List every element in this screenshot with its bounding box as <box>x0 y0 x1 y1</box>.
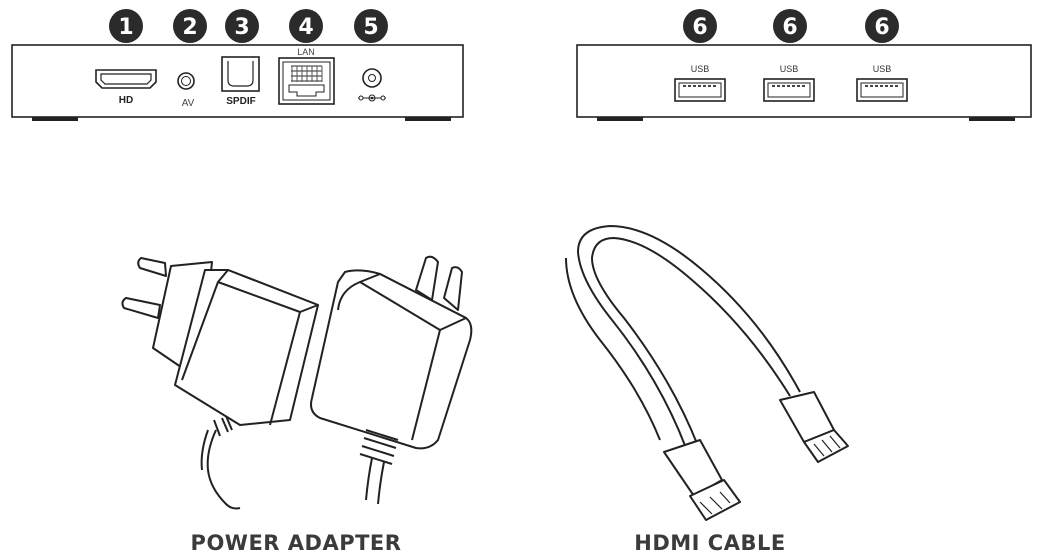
side-panel: USB USB USB 6 <box>576 9 1032 121</box>
side-panel-body <box>576 44 1032 118</box>
svg-text:5: 5 <box>363 15 378 40</box>
svg-text:USB: USB <box>873 64 892 74</box>
side-panel-foot-right <box>969 117 1015 121</box>
svg-text:6: 6 <box>692 15 707 40</box>
lan-port-icon <box>278 57 335 105</box>
svg-text:4: 4 <box>298 15 313 40</box>
usb-port-icon <box>674 78 726 102</box>
dc-power-jack-icon <box>358 68 386 102</box>
badge-6b: 6 <box>773 9 807 43</box>
badge-3: 3 <box>225 9 259 43</box>
port-label-3: SPDIF <box>226 96 255 107</box>
svg-text:3: 3 <box>234 15 249 40</box>
usb-port-2: USB <box>763 64 815 102</box>
power-adapter-caption: POWER ADAPTER <box>191 531 402 555</box>
av-jack-icon <box>177 72 195 90</box>
usb-port-icon <box>856 78 908 102</box>
usb-port-3: USB <box>856 64 908 102</box>
usb-port-1: USB <box>674 64 726 102</box>
rear-panel: HD AV SPDIF LAN <box>11 9 464 121</box>
svg-text:1: 1 <box>118 15 133 40</box>
badge-6a: 6 <box>683 9 717 43</box>
port-label-2: AV <box>182 98 195 109</box>
badge-1: 1 <box>109 9 143 43</box>
spdif-port-icon <box>221 56 260 92</box>
svg-text:6: 6 <box>874 15 889 40</box>
port-label-4: LAN <box>297 47 315 57</box>
badge-6c: 6 <box>865 9 899 43</box>
hdmi-port-icon <box>95 69 157 89</box>
port-label-1: HD <box>119 95 133 106</box>
power-adapter-icon <box>121 255 473 510</box>
usb-port-icon <box>763 78 815 102</box>
svg-text:6: 6 <box>782 15 797 40</box>
rear-panel-foot-left <box>32 117 78 121</box>
badge-5: 5 <box>354 9 388 43</box>
svg-text:USB: USB <box>780 64 799 74</box>
badge-4: 4 <box>289 9 323 43</box>
svg-text:2: 2 <box>182 15 197 40</box>
hdmi-cable-icon <box>565 225 849 521</box>
side-panel-foot-left <box>597 117 643 121</box>
hdmi-cable-caption: HDMI CABLE <box>634 531 785 555</box>
rear-panel-foot-right <box>405 117 451 121</box>
svg-text:USB: USB <box>691 64 710 74</box>
badge-2: 2 <box>173 9 207 43</box>
